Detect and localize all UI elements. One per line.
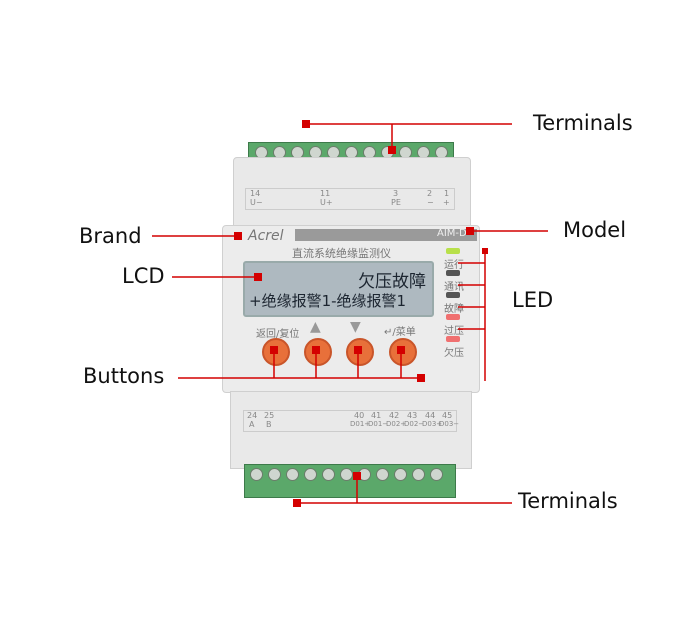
terminal-name: D02+	[386, 420, 407, 428]
upper-housing	[233, 157, 471, 231]
terminal-number: 24	[247, 411, 258, 420]
lcd-line-1: 欠压故障	[358, 272, 426, 292]
down-arrow-icon: ▼	[350, 319, 361, 335]
callout-terminals-top: Terminals	[533, 111, 633, 135]
led-run	[446, 248, 460, 254]
terminal-number: 3	[393, 189, 399, 198]
terminal-name: PE	[391, 198, 401, 207]
terminal-number: 42	[389, 411, 400, 420]
terminal-name: D03+	[422, 420, 443, 428]
up-arrow-icon: ▲	[310, 319, 321, 335]
model-strip	[295, 229, 477, 241]
lcd-screen: 欠压故障 +绝缘报警1-绝缘报警1	[243, 261, 434, 317]
terminal-name: D01−	[368, 420, 389, 428]
led-label: 过压	[444, 326, 464, 337]
button-label-enter-menu: ↵/菜单	[384, 327, 416, 338]
model-label: AIM-D	[437, 228, 467, 239]
terminal-name: A	[249, 420, 255, 429]
terminal-name: D01+	[350, 420, 371, 428]
terminal-number: 45	[442, 411, 453, 420]
terminal-number: 11	[320, 189, 331, 198]
terminal-number: 25	[264, 411, 275, 420]
terminal-number: 40	[354, 411, 365, 420]
terminal-number: 14	[250, 189, 261, 198]
lower-housing	[230, 391, 472, 469]
led-label: 故障	[444, 304, 464, 315]
terminal-name: +	[443, 198, 450, 207]
brand-logo: Acrel	[248, 228, 284, 244]
callout-led: LED	[512, 288, 554, 312]
terminal-name: D03−	[439, 420, 460, 428]
callout-model: Model	[563, 218, 627, 242]
terminal-number: 41	[371, 411, 382, 420]
up-button[interactable]	[304, 338, 332, 366]
terminal-number: 1	[444, 189, 450, 198]
callout-lcd: LCD	[122, 264, 165, 288]
terminal-number: 2	[427, 189, 433, 198]
led-fault	[446, 292, 460, 298]
led-label: 通讯	[444, 282, 464, 293]
callout-brand: Brand	[79, 224, 142, 248]
led-overvoltage	[446, 314, 460, 320]
callout-buttons: Buttons	[83, 364, 165, 388]
terminal-number: 43	[407, 411, 418, 420]
lcd-line-2: +绝缘报警1-绝缘报警1	[249, 292, 407, 310]
device-title: 直流系统绝缘监测仪	[292, 247, 391, 260]
led-comm	[446, 270, 460, 276]
led-label: 运行	[444, 260, 464, 271]
top-terminal-labels: 14 U− 11 U+ 3 PE 2 − 1 +	[245, 188, 455, 210]
terminal-name: −	[427, 198, 434, 207]
led-label: 欠压	[444, 348, 464, 359]
terminal-name: U−	[250, 198, 263, 207]
terminal-number: 44	[425, 411, 436, 420]
terminal-name: D02−	[404, 420, 425, 428]
button-label-back-reset: 返回/复位	[256, 329, 300, 340]
led-undervoltage	[446, 336, 460, 342]
bottom-terminal-labels: 24 A 25 B 40 D01+ 41 D01− 42 D02+ 43 D02…	[243, 410, 460, 432]
bottom-terminal-block	[244, 464, 456, 498]
terminal-name: U+	[320, 198, 333, 207]
terminal-name: B	[266, 420, 272, 429]
callout-terminals-bottom: Terminals	[518, 489, 618, 513]
